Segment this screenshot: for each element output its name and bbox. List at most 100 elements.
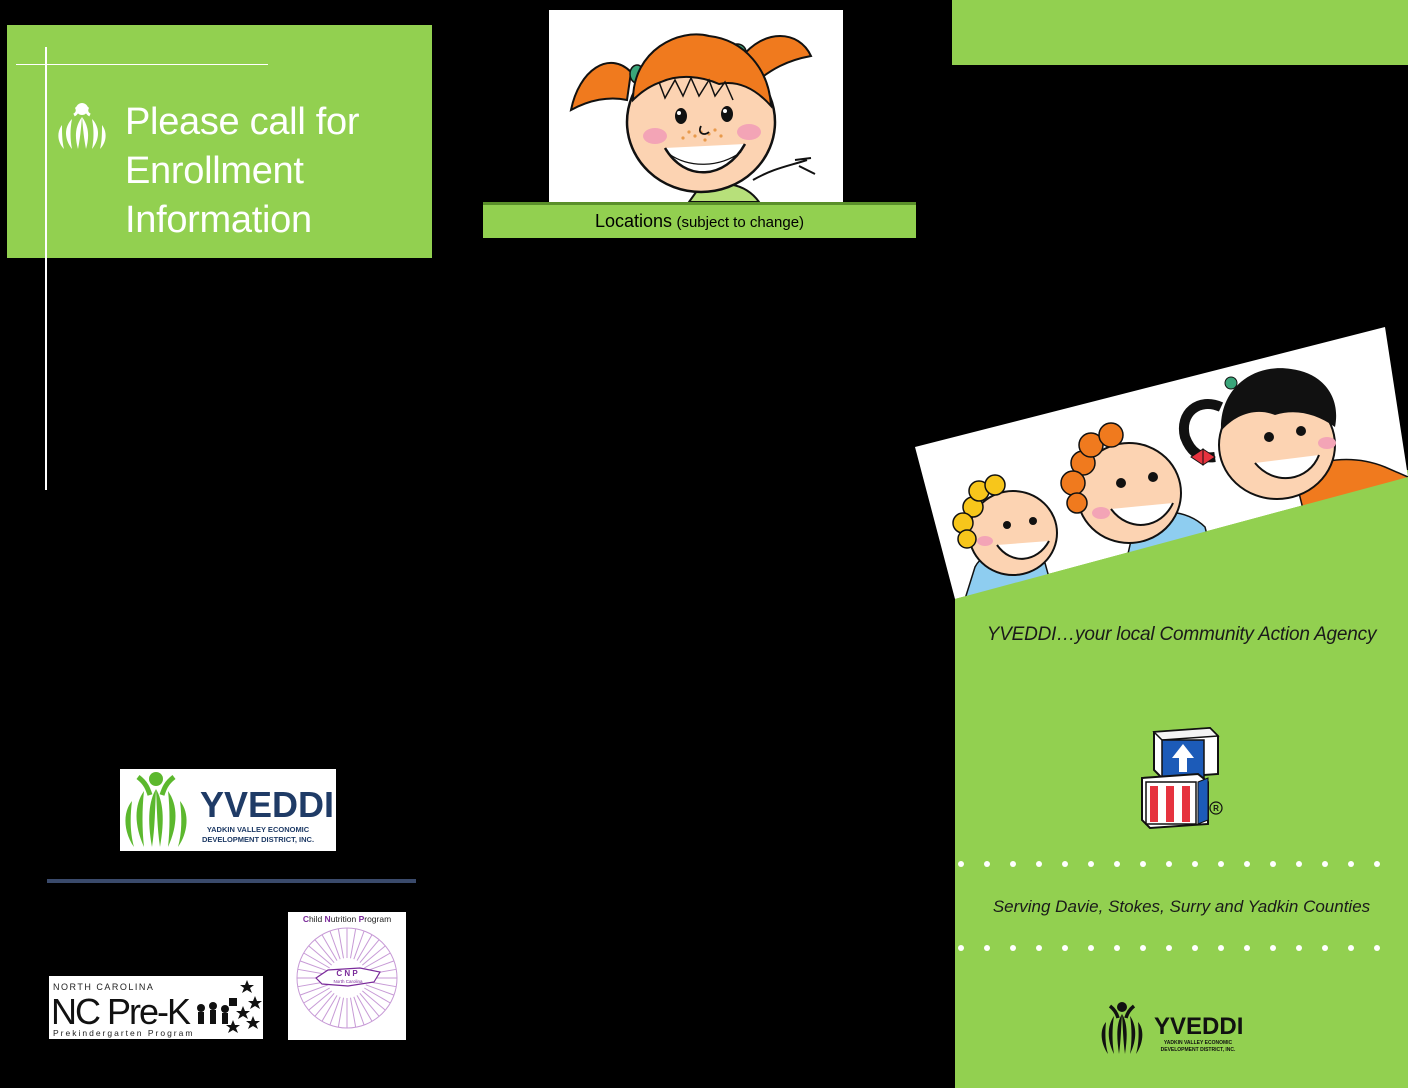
cnp-center-text: C N P	[336, 969, 358, 978]
children-silhouette-icon	[197, 998, 237, 1024]
divider-dot	[1114, 945, 1120, 951]
sunburst-ray	[361, 945, 386, 966]
nc-prek-logo: NORTH CAROLINA NC Pre-K Prekindergarten …	[49, 976, 263, 1039]
ncprek-bottom-text: Prekindergarten Program	[53, 1028, 194, 1038]
service-area-text: Serving Davie, Stokes, Surry and Yadkin …	[992, 897, 1371, 916]
divider-dot	[1296, 945, 1302, 951]
cartoon-girl-illustration	[549, 10, 843, 202]
sunburst-ray	[329, 996, 341, 1026]
divider-dot	[1166, 945, 1172, 951]
divider-dot	[1036, 945, 1042, 951]
enrollment-callout: Please call for Enrollment Information	[7, 25, 432, 490]
divider-dot	[1192, 861, 1198, 867]
ncprek-top-text: NORTH CAROLINA	[53, 982, 154, 992]
decorative-horizontal-line	[16, 64, 268, 65]
divider-dot	[1270, 945, 1276, 951]
decorative-green-strip	[952, 0, 1408, 65]
ncprek-main-text: NC Pre-K	[51, 991, 191, 1032]
divider-dot	[1322, 945, 1328, 951]
dotted-divider-top	[958, 861, 1380, 867]
divider-dot	[1374, 861, 1380, 867]
divider-dot	[1010, 861, 1016, 867]
sunburst-ray	[365, 960, 395, 972]
child-nutrition-program-logo: Child Nutrition Program C N P North Caro…	[288, 912, 406, 1040]
sunburst-ray	[321, 995, 338, 1022]
sunburst-ray	[308, 990, 333, 1011]
sunburst-ray	[314, 992, 335, 1017]
sunburst-ray	[314, 939, 335, 964]
sunburst-ray	[337, 997, 345, 1028]
divider-dot	[1140, 945, 1146, 951]
yveddi-footer-subtitle-1: YADKIN VALLEY ECONOMIC	[1164, 1040, 1233, 1046]
divider-dot	[958, 945, 964, 951]
locations-header-bar: Locations (subject to change)	[483, 202, 916, 238]
divider-dot	[1244, 861, 1250, 867]
yveddi-emblem-icon	[125, 772, 187, 847]
divider-dot	[1218, 945, 1224, 951]
sunburst-ray	[321, 934, 338, 961]
divider-dot	[1218, 861, 1224, 867]
sunburst-ray	[337, 928, 345, 959]
cnp-title: Child Nutrition Program	[303, 914, 391, 924]
divider-dot	[1348, 861, 1354, 867]
yveddi-footer-subtitle-2: DEVELOPMENT DISTRICT, INC.	[1161, 1047, 1236, 1053]
sunburst-ray	[353, 996, 365, 1026]
sunburst-ray	[299, 984, 329, 996]
svg-text:R: R	[1213, 804, 1219, 813]
star-icon	[226, 980, 262, 1033]
divider-dot	[1348, 945, 1354, 951]
cnp-center-subtext: North Carolina	[333, 979, 363, 984]
call-line-1: Please call for	[125, 101, 360, 143]
sunburst-ray	[359, 992, 380, 1017]
yveddi-logo-name: YVEDDI	[200, 784, 334, 825]
sunburst-ray	[361, 990, 386, 1011]
sunburst-ray	[365, 984, 395, 996]
sunburst-ray	[349, 928, 357, 959]
sunburst-icon	[297, 928, 397, 1028]
sunburst-ray	[308, 945, 333, 966]
divider-dot	[1114, 861, 1120, 867]
divider-dot	[984, 945, 990, 951]
yveddi-logo-footer: YVEDDI YADKIN VALLEY ECONOMIC DEVELOPMEN…	[1098, 1000, 1248, 1056]
sunburst-ray	[299, 960, 329, 972]
head-start-blocks-logo: R	[1136, 724, 1226, 830]
call-line-2: Enrollment	[125, 150, 304, 192]
yveddi-footer-name: YVEDDI	[1154, 1013, 1243, 1040]
sunburst-ray	[356, 934, 373, 961]
locations-label: Locations	[594, 211, 673, 231]
divider-dot	[1036, 861, 1042, 867]
divider-dot	[1088, 945, 1094, 951]
divider-dot	[1322, 861, 1328, 867]
agency-tagline: YVEDDI…your local Community Action Agenc…	[986, 624, 1377, 645]
sunburst-ray	[303, 952, 330, 969]
decorative-vertical-line	[45, 47, 47, 490]
divider-dot	[1010, 945, 1016, 951]
sunburst-ray	[349, 997, 357, 1028]
yveddi-logo: YVEDDI YADKIN VALLEY ECONOMIC DEVELOPMEN…	[120, 769, 336, 851]
divider-dot	[1192, 945, 1198, 951]
yveddi-logo-subtitle-2: DEVELOPMENT DISTRICT, INC.	[202, 835, 314, 844]
divider-dot	[1270, 861, 1276, 867]
sunburst-ray	[356, 995, 373, 1022]
divider-dot	[1140, 861, 1146, 867]
divider-dot	[1166, 861, 1172, 867]
divider-dot	[1062, 945, 1068, 951]
divider-dot	[1244, 945, 1250, 951]
yveddi-emblem-icon	[58, 103, 106, 149]
divider-dot	[984, 861, 990, 867]
divider-dot	[1374, 945, 1380, 951]
divider-dot	[1062, 861, 1068, 867]
call-line-3: Information	[125, 199, 312, 241]
divider-dot	[1296, 861, 1302, 867]
sunburst-ray	[364, 987, 391, 1004]
yveddi-emblem-icon	[1101, 1002, 1143, 1054]
section-divider	[47, 879, 416, 883]
sunburst-ray	[303, 987, 330, 1004]
enrollment-call-text: Please call for Enrollment Information	[125, 98, 359, 245]
divider-dot	[958, 861, 964, 867]
sunburst-ray	[364, 952, 391, 969]
north-carolina-outline-icon	[315, 967, 381, 987]
cartoon-kids-illustration	[915, 327, 1408, 600]
sunburst-ray	[359, 939, 380, 964]
sunburst-ray	[329, 930, 341, 960]
